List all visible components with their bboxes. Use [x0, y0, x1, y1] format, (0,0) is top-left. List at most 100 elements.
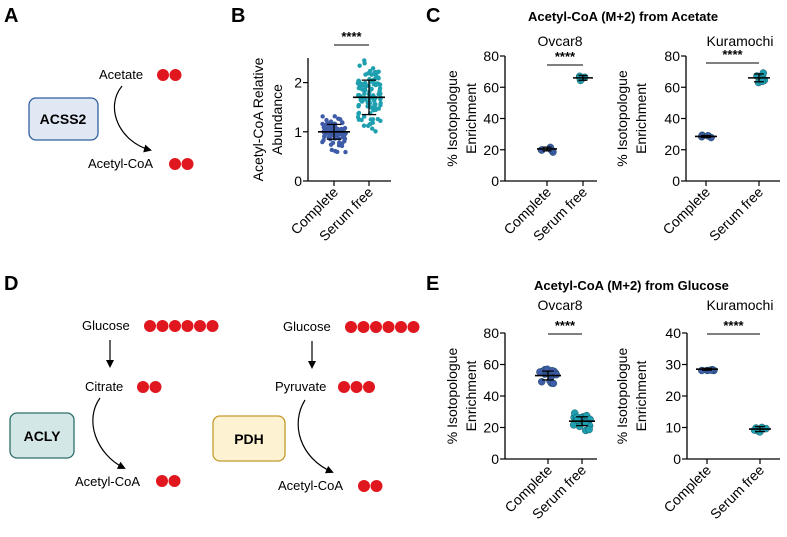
y-axis-label: Enrichment [463, 83, 479, 154]
panel-a-product-label: Acetyl-CoA [88, 156, 153, 171]
carbon-atom-dot [357, 321, 370, 333]
acss2-enzyme-box [28, 97, 99, 141]
panel-a-product-carbons [169, 158, 194, 170]
y-axis-label: Enrichment [463, 360, 479, 431]
y-tick-label: 60 [664, 79, 680, 95]
data-point [367, 68, 373, 74]
data-point [361, 114, 367, 119]
y-tick-label: 0 [491, 173, 499, 189]
carbon-atom-dot [338, 381, 350, 393]
panel-letter-a: A [4, 5, 18, 27]
carbon-atom-dot [169, 69, 182, 81]
panel-a-diagram: Acetate ACSS2 Acetyl-CoA [28, 67, 194, 171]
data-point [335, 149, 340, 155]
significance-stars: **** [555, 49, 576, 64]
data-point [342, 139, 347, 144]
carbon-atom-dot [370, 321, 382, 333]
panel-d-right-source-carbons [345, 321, 420, 333]
carbon-atom-dot [157, 69, 169, 81]
significance-stars: **** [341, 29, 362, 44]
y-axis-label: Acetyl-CoA Relative [250, 57, 266, 181]
carbon-atom-dot [168, 475, 181, 487]
panel-e-heading: Acetyl-CoA (M+2) from Glucose [534, 278, 729, 293]
data-point [332, 114, 337, 119]
data-point [341, 135, 347, 140]
y-axis-label: Enrichment [633, 360, 649, 431]
y-tick-label: 20 [483, 142, 499, 158]
data-point [328, 119, 334, 124]
data-point [378, 103, 383, 108]
y-tick-label: 60 [483, 357, 499, 373]
significance-stars: **** [555, 318, 576, 333]
data-point [358, 97, 363, 103]
x-tick-label: Complete [660, 462, 714, 516]
subplot-title: Ovcar8 [537, 297, 582, 313]
carbon-atom-dot [350, 381, 363, 393]
data-point [363, 84, 368, 89]
panel-letter-d: D [4, 273, 18, 295]
y-tick-label: 30 [665, 357, 681, 373]
acss2-enzyme-label: ACSS2 [40, 111, 87, 127]
data-point [356, 92, 361, 98]
data-point [363, 80, 368, 86]
subplot-title: Ovcar8 [537, 33, 582, 49]
panel-a-substrate-carbons [157, 69, 182, 81]
data-point [370, 117, 376, 122]
data-point [320, 114, 325, 119]
panel-d-left-intermediate-label: Citrate [85, 379, 123, 394]
y-axis-label: Abundance [269, 84, 285, 155]
panel-letter-b: B [231, 5, 245, 27]
carbon-atom-dot [395, 321, 407, 333]
data-point [376, 69, 381, 74]
y-axis-label: % Isotopologue [614, 70, 630, 167]
data-point [357, 81, 363, 86]
data-point [328, 142, 334, 147]
panel-d-right-intermediate-label: Pyruvate [275, 379, 326, 394]
y-tick-label: 40 [483, 388, 499, 404]
pdh-enzyme-box [212, 415, 286, 462]
data-point [356, 117, 362, 122]
data-point [340, 120, 345, 126]
data-point [365, 123, 371, 128]
data-point [362, 91, 367, 96]
data-point [370, 126, 375, 131]
data-point [321, 125, 326, 130]
carbon-atom-dot [181, 158, 194, 170]
data-point [321, 137, 326, 143]
y-tick-label: 20 [483, 420, 499, 436]
carbon-atom-dot [358, 480, 370, 492]
carbon-atom-dot [194, 320, 206, 332]
y-tick-label: 80 [664, 48, 680, 64]
carbon-atom-dot [382, 321, 395, 333]
data-point [373, 105, 378, 110]
data-point [377, 82, 382, 88]
data-point [369, 72, 374, 77]
data-point [336, 140, 342, 146]
y-tick-label: 80 [483, 325, 499, 341]
carbon-atom-dot [149, 381, 162, 393]
panel-d-right-intermediate-carbons [338, 381, 375, 393]
subplot-title: Kuramochi [707, 297, 774, 313]
data-point [338, 117, 343, 122]
data-point [356, 102, 362, 108]
data-point [573, 416, 582, 424]
carbon-atom-dot [144, 320, 156, 332]
data-point [370, 66, 376, 71]
data-point [358, 86, 363, 91]
x-tick-label: Complete [659, 184, 713, 238]
y-axis-label: Enrichment [633, 83, 649, 154]
y-axis-label: % Isotopologue [444, 348, 460, 445]
significance-stars: **** [723, 318, 744, 333]
y-tick-label: 0 [294, 173, 302, 189]
y-axis-label: % Isotopologue [614, 348, 630, 445]
data-point [759, 69, 767, 77]
y-tick-label: 40 [665, 325, 681, 341]
panel-c-heading: Acetyl-CoA (M+2) from Acetate [528, 9, 718, 24]
carbon-atom-dot [181, 320, 194, 332]
data-point [377, 86, 383, 91]
significance-stars: **** [722, 47, 743, 62]
data-point [373, 72, 379, 78]
y-tick-label: 10 [665, 420, 681, 436]
acly-enzyme-box [9, 412, 75, 459]
